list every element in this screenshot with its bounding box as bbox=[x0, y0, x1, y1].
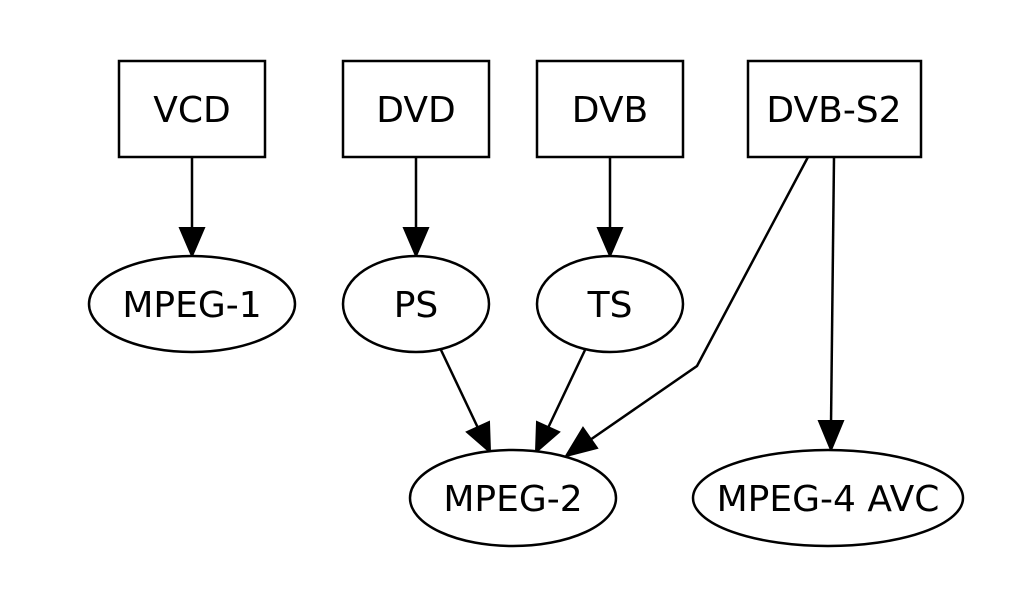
node-dvb: DVB bbox=[535, 59, 685, 159]
node-label: TS bbox=[587, 285, 633, 326]
node-mpeg1: MPEG-1 bbox=[87, 254, 297, 354]
edge-ps-mpeg2 bbox=[439, 349, 492, 455]
node-label: PS bbox=[394, 285, 439, 326]
node-label: DVD bbox=[376, 90, 455, 131]
node-vcd: VCD bbox=[117, 59, 267, 159]
node-label: MPEG-2 bbox=[443, 479, 582, 520]
node-mpeg2: MPEG-2 bbox=[408, 448, 618, 548]
node-dvd: DVD bbox=[341, 59, 491, 159]
edge-ts-mpeg2 bbox=[534, 349, 587, 455]
node-label: MPEG-4 AVC bbox=[717, 479, 940, 520]
node-mpeg4-avc: MPEG-4 AVC bbox=[691, 448, 965, 548]
edge-vcd-mpeg1 bbox=[178, 157, 206, 259]
edge-dvb-ts bbox=[596, 157, 624, 259]
edge-dvbs2-mpeg4 bbox=[817, 156, 845, 453]
node-label: VCD bbox=[153, 90, 230, 131]
edges bbox=[178, 156, 845, 458]
edge-dvbs2-mpeg2 bbox=[563, 156, 810, 458]
node-dvb-s2: DVB-S2 bbox=[746, 59, 923, 159]
node-ps: PS bbox=[341, 254, 491, 354]
node-label: MPEG-1 bbox=[122, 285, 261, 326]
node-ts: TS bbox=[535, 254, 685, 354]
edge-dvd-ps bbox=[402, 157, 430, 259]
node-label: DVB-S2 bbox=[766, 90, 901, 131]
node-label: DVB bbox=[572, 90, 648, 131]
